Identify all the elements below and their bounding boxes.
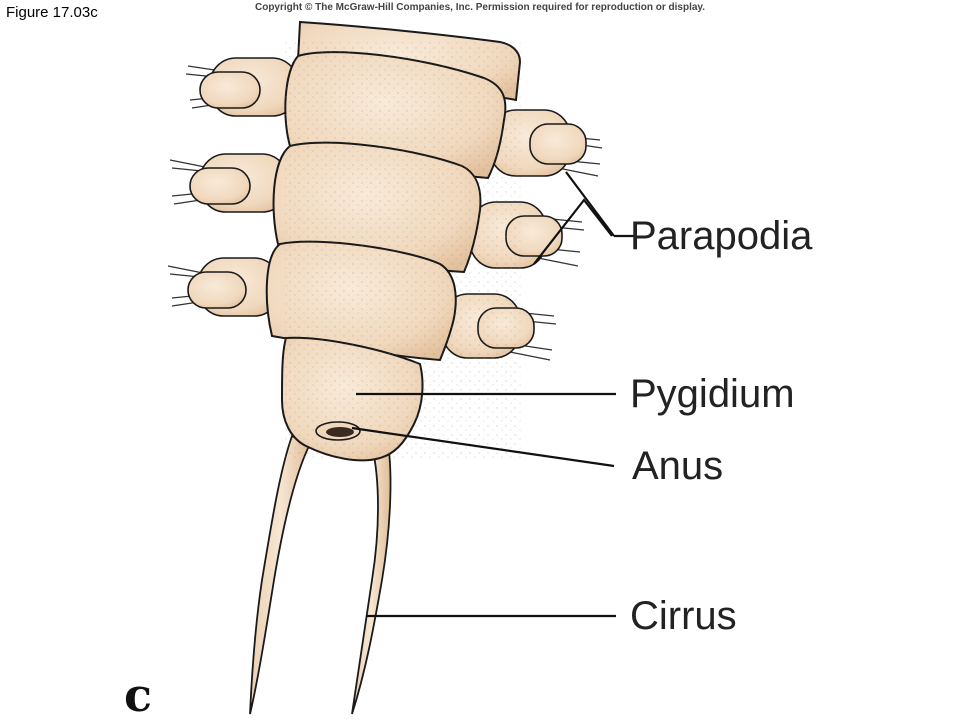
leader-lines bbox=[351, 171, 636, 618]
cirri bbox=[249, 434, 392, 715]
label-anus: Anus bbox=[632, 444, 724, 488]
parapodium-left-2 bbox=[169, 153, 289, 213]
anus-opening bbox=[315, 421, 361, 441]
label-parapodia: Parapodia bbox=[630, 214, 813, 258]
parapodium-left-1 bbox=[185, 57, 299, 117]
leader-anus bbox=[351, 426, 615, 468]
label-pygidium: Pygidium bbox=[630, 372, 795, 416]
leader-parapodia bbox=[533, 171, 636, 265]
left-parapodia bbox=[167, 57, 299, 317]
label-cirrus: Cirrus bbox=[630, 594, 737, 638]
parapodium-right-3 bbox=[441, 293, 557, 361]
parapodium-left-3 bbox=[167, 257, 281, 317]
cirrus-left bbox=[249, 434, 312, 715]
parapodium-right-2 bbox=[469, 201, 585, 269]
panel-letter: c bbox=[124, 668, 153, 722]
copyright-notice: Copyright © The McGraw-Hill Companies, I… bbox=[254, 2, 706, 13]
parapodium-right-1 bbox=[489, 109, 603, 177]
figure-id: Figure 17.03c bbox=[6, 4, 98, 21]
cirrus-right bbox=[351, 442, 392, 715]
